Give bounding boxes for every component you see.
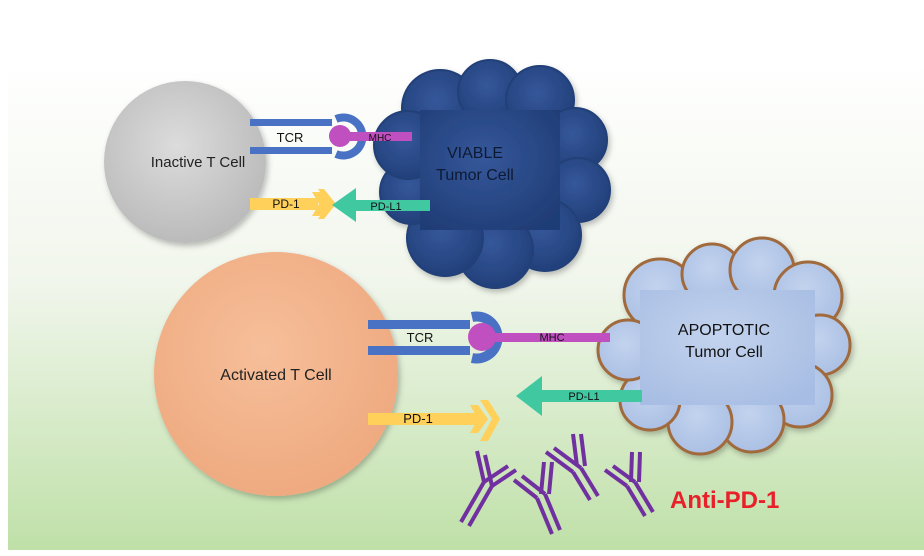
viable-label-line2: Tumor Cell [436,167,514,184]
apoptotic-label-line2: Tumor Cell [685,344,763,361]
tcr-label-top: TCR [277,130,304,145]
apoptotic-tumor-cell [596,236,852,456]
pd1-receptor-top [250,189,336,219]
antibody-icon [603,451,655,518]
antibody-icon [512,461,562,535]
inactive-t-cell-label: Inactive T Cell [151,154,246,171]
mhc-molecule-bottom [468,323,610,351]
viable-label-line1: VIABLE [447,145,503,162]
pdl1-ligand-top [332,188,430,222]
apoptotic-label-line1: APOPTOTIC [678,322,770,339]
viable-tumor-cell [373,59,611,289]
mhc-label-top: MHC [369,133,392,144]
inactive-t-cell [104,81,266,243]
mhc-label-bottom: MHC [539,332,564,344]
pdl1-label-top: PD-L1 [370,201,401,213]
anti-pd1-label: Anti-PD-1 [670,487,779,514]
pd1-label-bottom: PD-1 [403,411,433,426]
activated-t-cell-label: Activated T Cell [220,367,331,384]
activated-t-cell [154,252,398,496]
pd1-label-top: PD-1 [272,197,300,211]
antibody-icon [544,433,600,502]
antibody-group [459,433,655,535]
mhc-molecule-top [329,125,412,147]
antibody-icon [459,450,518,527]
pd1-receptor-bottom [368,400,500,441]
pdl1-ligand-bottom [516,376,642,416]
pdl1-label-bottom: PD-L1 [568,391,599,403]
tcr-label-bottom: TCR [407,330,434,345]
